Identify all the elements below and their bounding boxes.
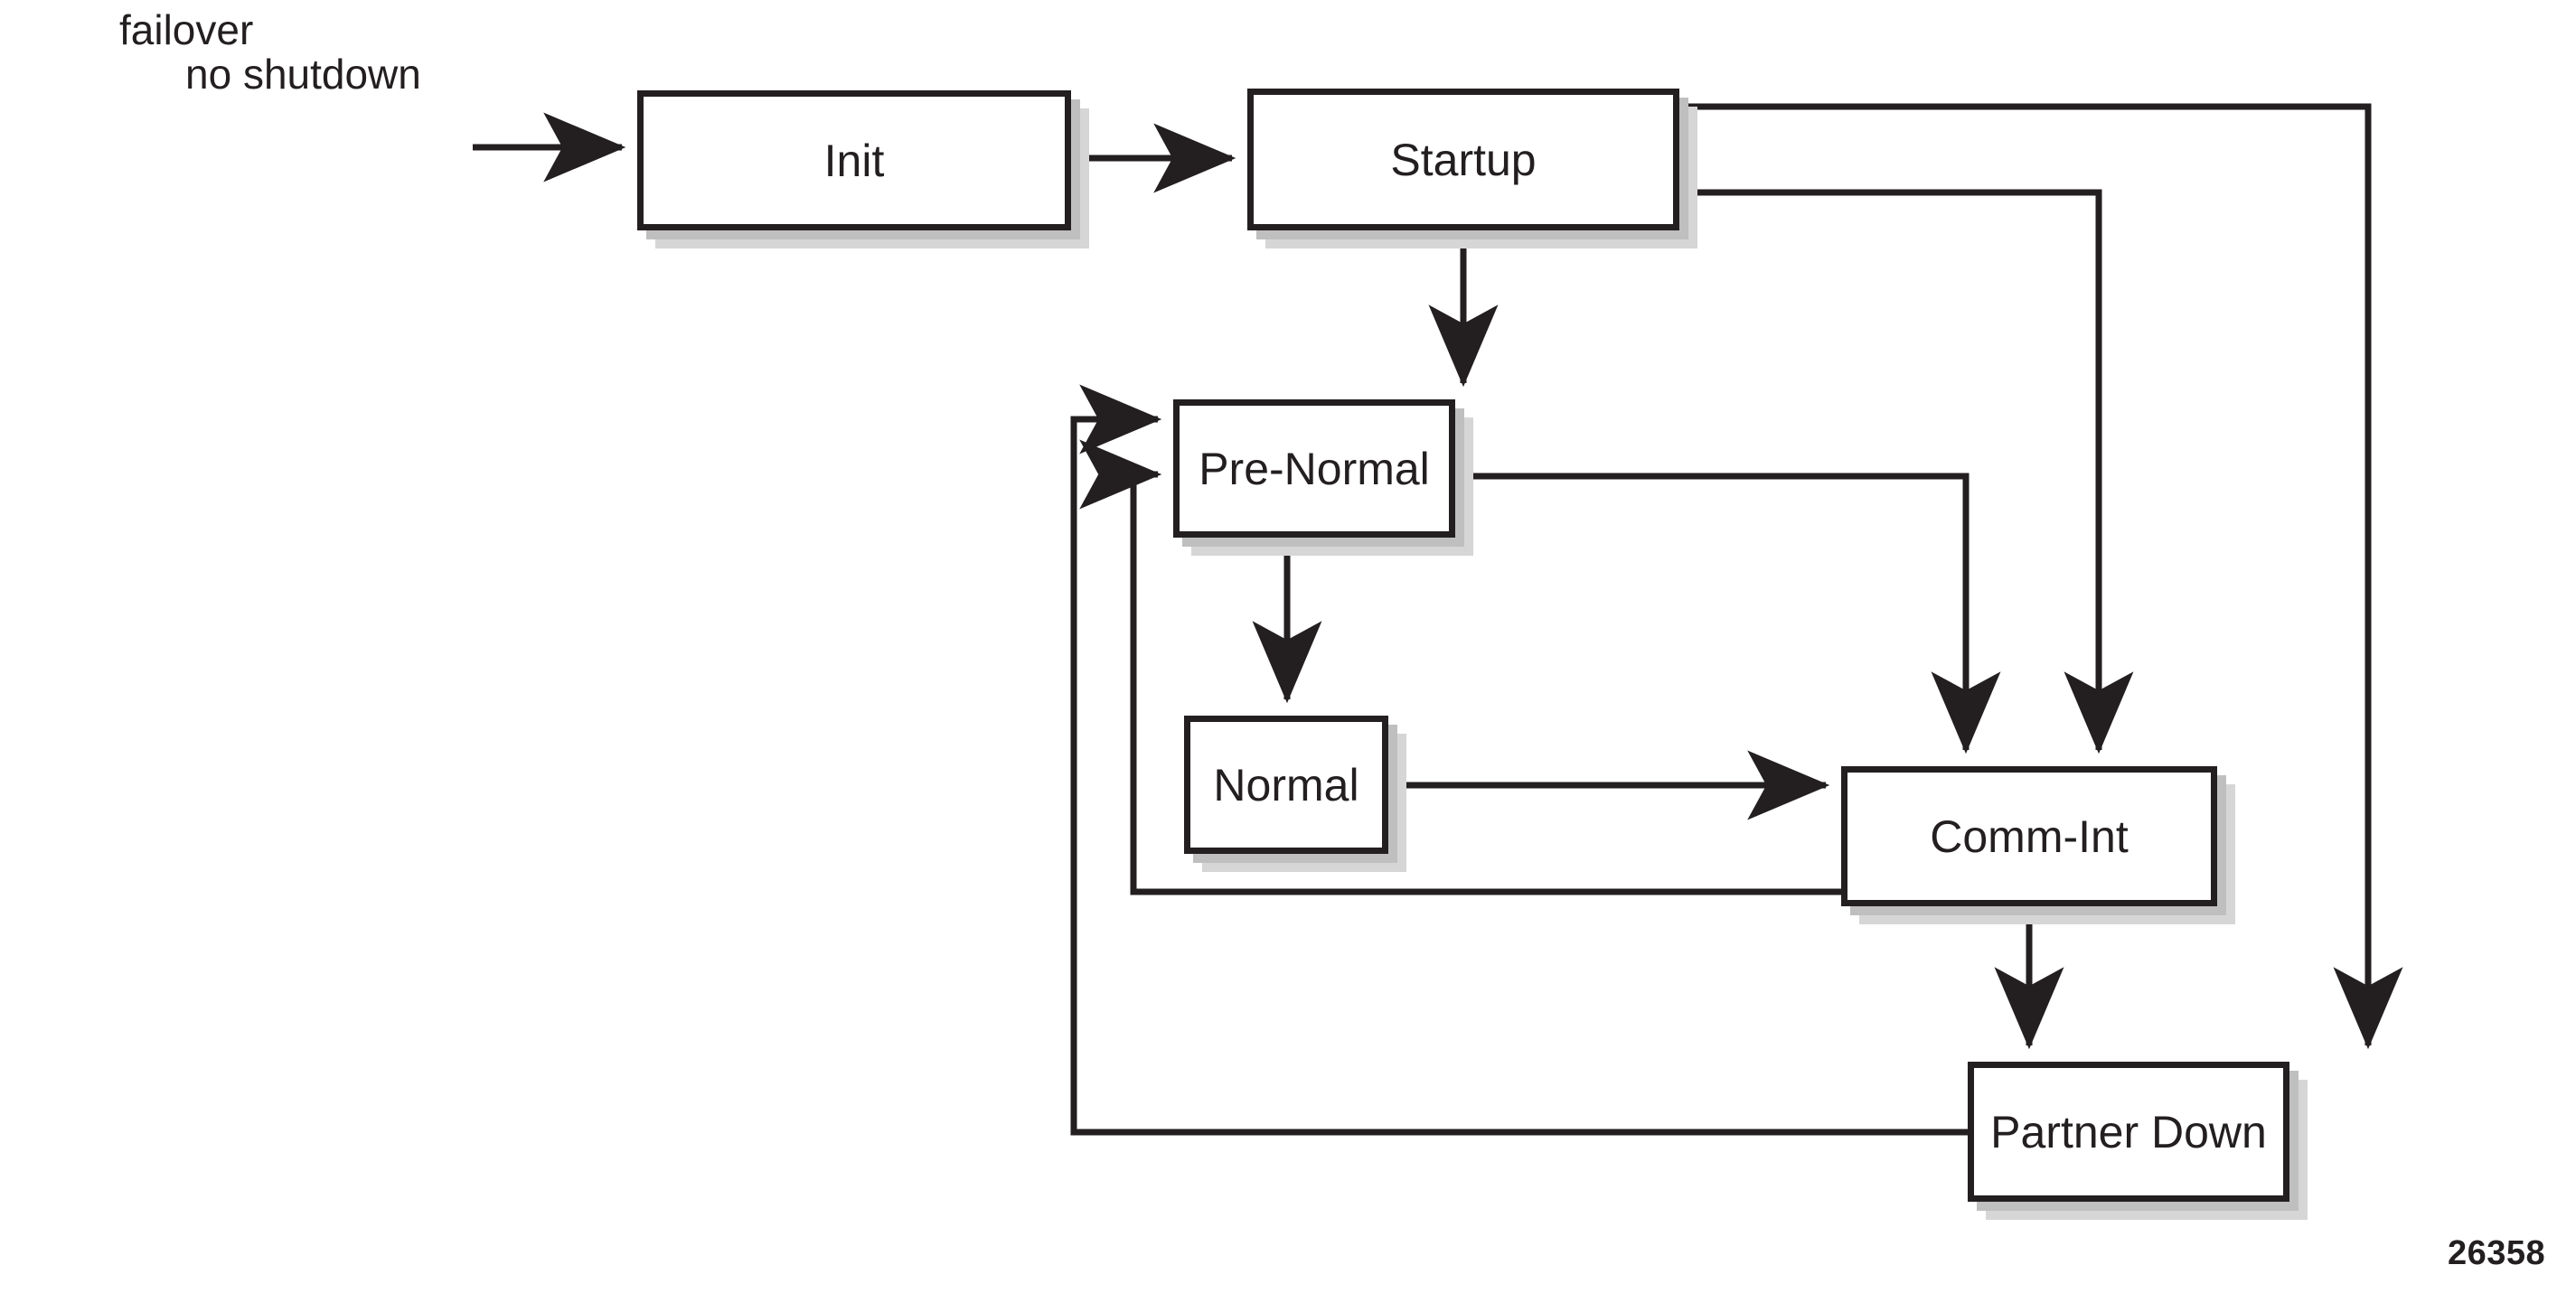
trigger-label-no-shutdown: no shutdown	[185, 51, 421, 98]
figure-number: 26358	[2448, 1234, 2546, 1272]
state-node-pre-normal-label: Pre-Normal	[1199, 443, 1430, 494]
state-node-startup[interactable]: Startup	[1247, 89, 1679, 230]
state-node-pre-normal[interactable]: Pre-Normal	[1173, 399, 1455, 538]
edge-comm-int-to-pre-normal	[1079, 439, 1841, 895]
edge-pre-normal-to-comm-int	[1455, 473, 2001, 754]
edge-startup-to-comm-int	[1679, 189, 2134, 754]
trigger-label-failover: failover	[119, 6, 254, 53]
state-node-partner-down-label: Partner Down	[1990, 1106, 2267, 1157]
state-node-partner-down[interactable]: Partner Down	[1968, 1062, 2289, 1202]
state-node-comm-int[interactable]: Comm-Int	[1841, 766, 2217, 906]
state-node-startup-label: Startup	[1390, 134, 1537, 185]
state-node-comm-int-label: Comm-Int	[1930, 810, 2129, 862]
state-node-normal-label: Normal	[1213, 759, 1359, 810]
state-node-normal[interactable]: Normal	[1184, 716, 1388, 854]
edge-partner-down-to-pre-normal	[1070, 384, 1968, 1136]
state-node-init-label: Init	[823, 135, 885, 186]
state-node-init[interactable]: Init	[637, 90, 1071, 230]
edge-startup-to-partner-down	[1679, 103, 2403, 1050]
